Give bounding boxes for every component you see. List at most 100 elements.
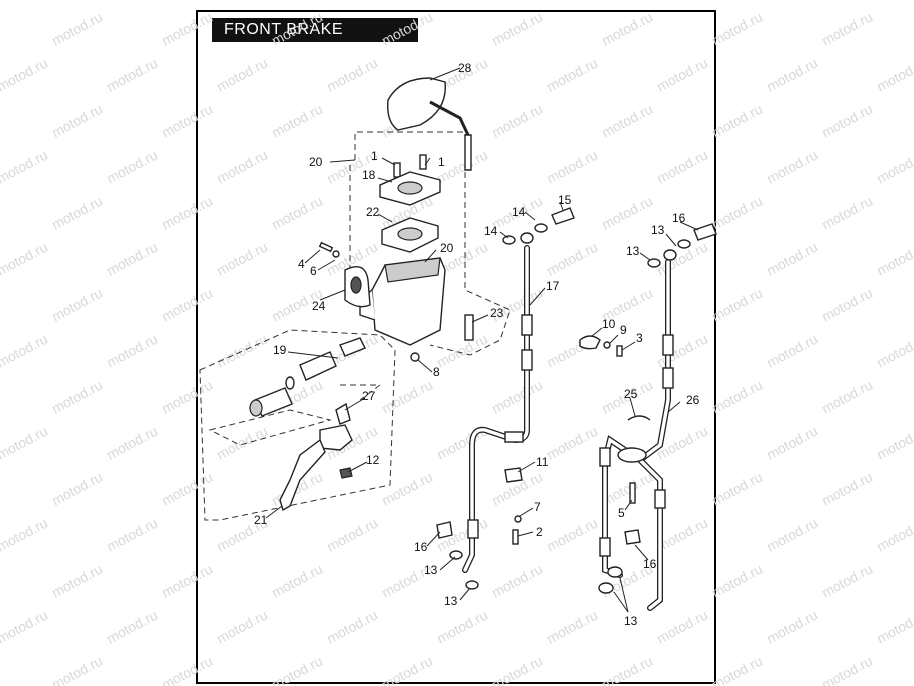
watermark-text: motod.ru [489, 561, 545, 601]
watermark-text: motod.ru [819, 9, 875, 49]
watermark-text: motod.ru [819, 101, 875, 141]
callout-c21: 21 [254, 513, 268, 527]
watermark-text: motod.ru [269, 193, 325, 233]
watermark-text: motod.ru [764, 331, 820, 371]
watermark-text: motod.ru [599, 101, 655, 141]
watermark-text: motod.ru [214, 0, 270, 3]
watermark-text: motod.ru [0, 147, 50, 187]
watermark-text: motod.ru [709, 101, 765, 141]
watermark-text: motod.ru [874, 55, 914, 95]
watermark-text: motod.ru [599, 193, 655, 233]
watermark-text: motod.ru [104, 607, 160, 647]
watermark-text: motod.ru [544, 239, 600, 279]
watermark-text: motod.ru [324, 55, 380, 95]
brake-lever [279, 402, 353, 512]
watermark-text: motod.ru [544, 0, 600, 3]
watermark-text: motod.ru [159, 653, 215, 686]
watermark-text: motod.ru [544, 423, 600, 463]
watermark-text: motod.ru [874, 239, 914, 279]
watermark-text: motod.ru [544, 55, 600, 95]
callout-leaders [265, 67, 699, 613]
watermark-text: motod.ru [819, 377, 875, 417]
callout-c20a: 20 [309, 155, 323, 169]
watermark-text: motod.ru [654, 55, 710, 95]
watermark-text: motod.ru [49, 653, 105, 686]
watermark-text: motod.ru [489, 377, 545, 417]
callout-c2: 2 [536, 525, 543, 539]
watermark-text: motod.ru [764, 515, 820, 555]
callout-c6: 6 [310, 264, 317, 278]
watermark-text: motod.ru [0, 0, 50, 3]
watermark-text: motod.ru [104, 515, 160, 555]
watermark-text: motod.ru [0, 239, 50, 279]
watermark-text: motod.ru [379, 653, 435, 686]
master-cylinder-body [318, 241, 446, 346]
watermark-text: motod.ru [764, 0, 820, 3]
callout-c22: 22 [366, 205, 380, 219]
watermark-text: motod.ru [819, 285, 875, 325]
watermark-text: motod.ru [159, 377, 215, 417]
callout-c13b: 13 [444, 594, 458, 608]
watermark-text: motod.ru [214, 607, 270, 647]
watermark-text: motod.ru [489, 101, 545, 141]
callout-c5: 5 [618, 506, 625, 520]
callout-c16c: 16 [643, 557, 657, 571]
callout-c13d: 13 [651, 223, 665, 237]
callout-c12: 12 [366, 453, 380, 467]
callout-c26: 26 [686, 393, 700, 407]
callout-c18: 18 [362, 168, 376, 182]
watermark-text: motod.ru [0, 515, 50, 555]
watermark-text: motod.ru [874, 515, 914, 555]
watermark-text: motod.ru [159, 101, 215, 141]
watermark-text: motod.ru [709, 377, 765, 417]
watermark-text: motod.ru [214, 331, 270, 371]
callout-c13e: 13 [624, 614, 638, 628]
callout-c28: 28 [458, 61, 472, 75]
watermark-text: motod.ru [214, 423, 270, 463]
callout-c14a: 14 [484, 224, 498, 238]
watermark-text: motod.ru [104, 423, 160, 463]
watermark-text: motod.ru [544, 147, 600, 187]
watermark-text: motod.ru [764, 239, 820, 279]
watermark-text: motod.ru [379, 469, 435, 509]
watermark-text: motod.ru [324, 515, 380, 555]
watermark-text: motod.ru [874, 331, 914, 371]
watermark-text: motod.ru [49, 101, 105, 141]
callout-c16a: 16 [414, 540, 428, 554]
callout-c13a: 13 [424, 563, 438, 577]
watermark-text: motod.ru [49, 9, 105, 49]
callout-c23: 23 [490, 306, 504, 320]
watermark-text: motod.ru [819, 469, 875, 509]
watermark-text: motod.ru [379, 9, 435, 49]
watermark-text: motod.ru [104, 147, 160, 187]
watermark-text: motod.ru [159, 469, 215, 509]
watermark-text: motod.ru [214, 239, 270, 279]
watermark-text: motod.ru [0, 423, 50, 463]
watermark-text: motod.ru [434, 331, 490, 371]
watermark-text: motod.ru [49, 193, 105, 233]
callout-c10: 10 [602, 317, 616, 331]
diagram-frame [196, 10, 716, 684]
callout-c9: 9 [620, 323, 627, 337]
watermark-text: motod.ru [819, 561, 875, 601]
callout-c4: 4 [298, 257, 305, 271]
callout-c17: 17 [546, 279, 560, 293]
watermark-text: motod.ru [764, 607, 820, 647]
watermark-text: motod.ru [874, 423, 914, 463]
watermark-text: motod.ru [0, 331, 50, 371]
watermark-text: motod.ru [104, 331, 160, 371]
watermark-text: motod.ru [49, 561, 105, 601]
callout-c16b: 16 [672, 211, 686, 225]
watermark-text: motod.ru [709, 469, 765, 509]
callout-c1a: 1 [371, 149, 378, 163]
watermark-text: motod.ru [764, 55, 820, 95]
watermark-text: motod.ru [599, 653, 655, 686]
watermark-text: motod.ru [709, 193, 765, 233]
callout-c20b: 20 [440, 241, 454, 255]
callout-c14b: 14 [512, 205, 526, 219]
watermark-text: motod.ru [489, 653, 545, 686]
watermark-text: motod.ru [159, 9, 215, 49]
callout-c11: 11 [536, 455, 549, 469]
watermark-text: motod.ru [489, 9, 545, 49]
